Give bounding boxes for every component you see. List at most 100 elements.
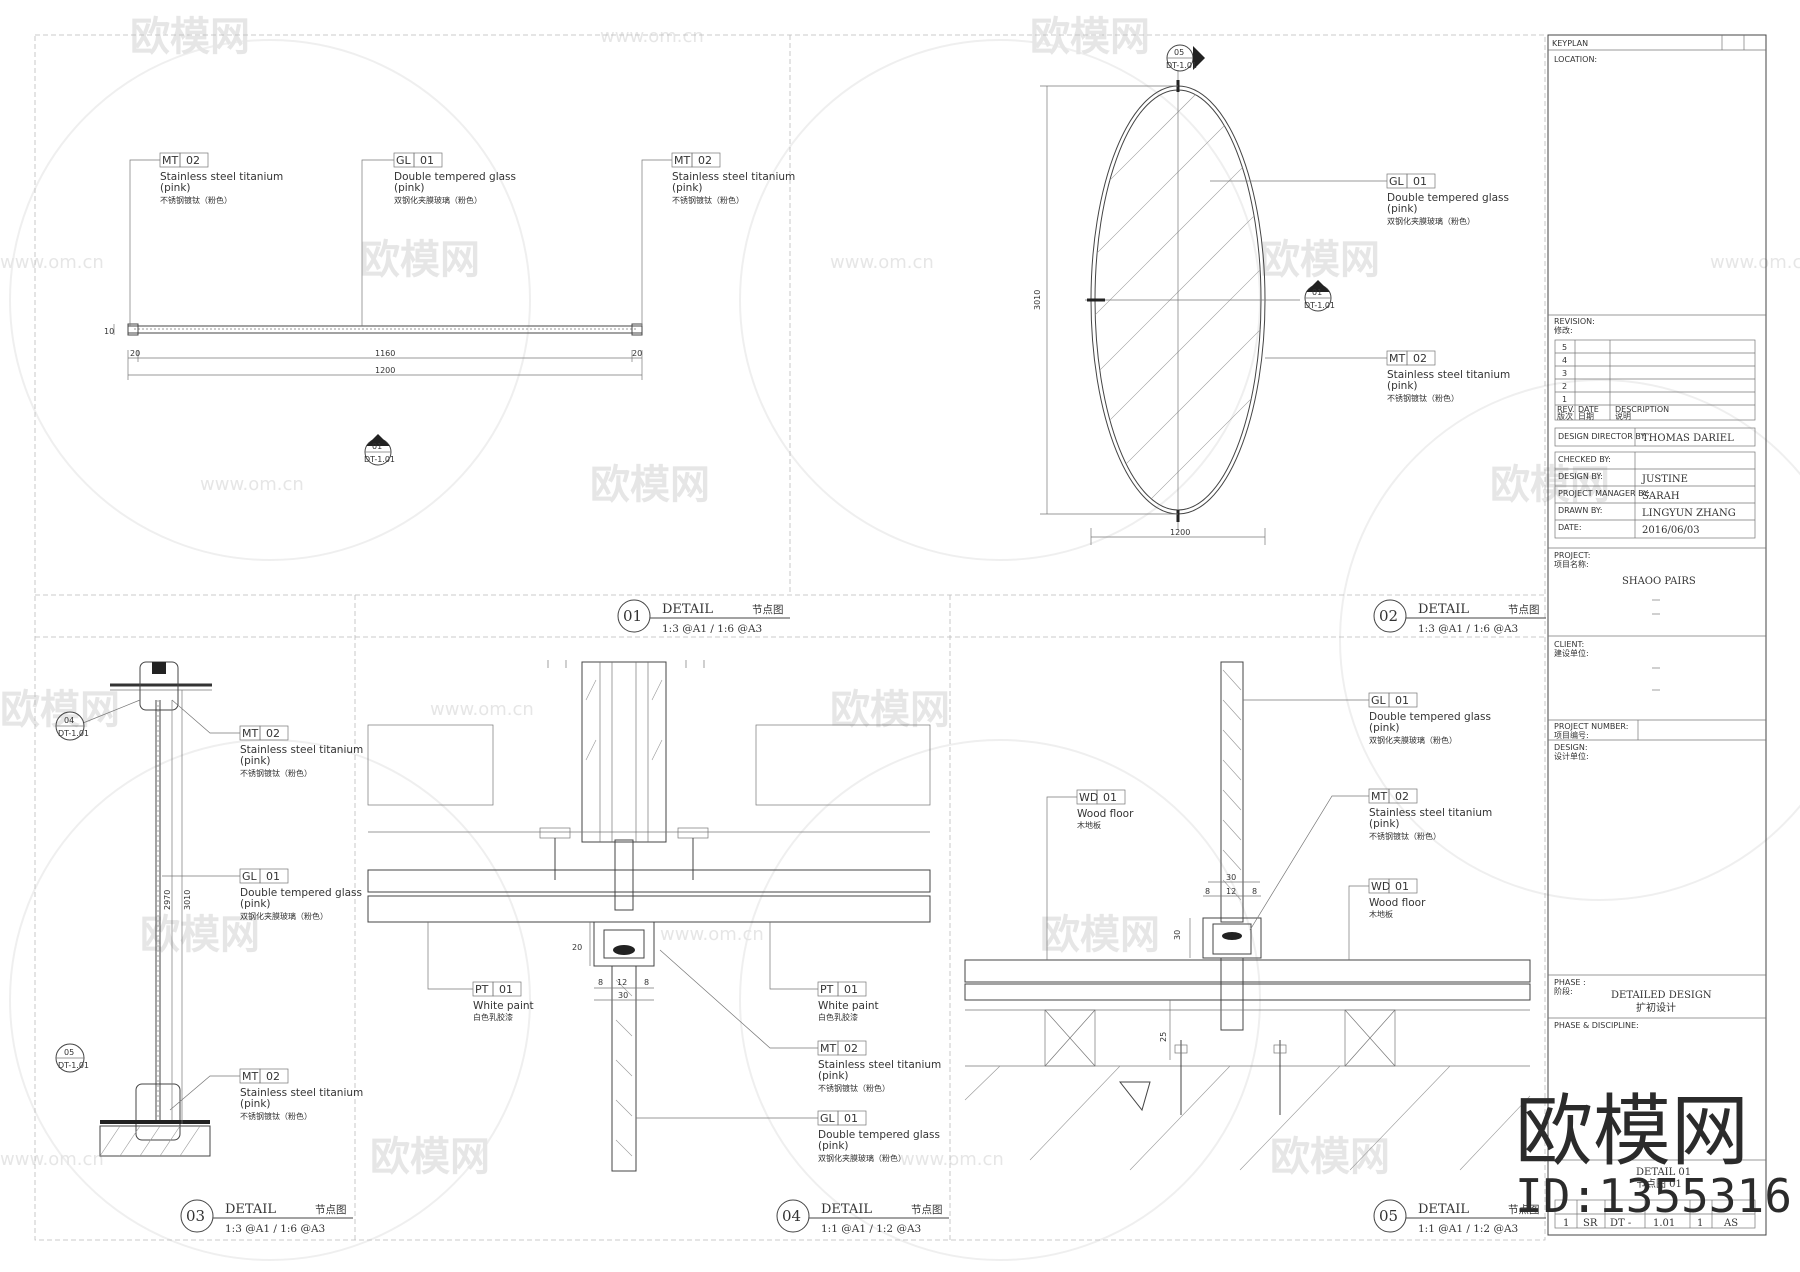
svg-text:PHASE & DISCIPLINE:: PHASE & DISCIPLINE:: [1554, 1021, 1639, 1030]
svg-text:JUSTINE: JUSTINE: [1641, 474, 1688, 485]
svg-text:MT: MT: [242, 727, 258, 740]
svg-text:节点图: 节点图: [1508, 604, 1540, 616]
drawing-title: DETAIL 01: [1636, 1167, 1691, 1178]
watermark-layer: 欧模网 欧模网 欧模网 欧模网 欧模网 欧模网 欧模网 欧模网 欧模网 欧模网 …: [0, 14, 1800, 1261]
svg-text:阶段:: 阶段:: [1554, 986, 1573, 996]
svg-text:PT: PT: [475, 983, 489, 996]
svg-text:01: 01: [420, 154, 434, 167]
detail-title-01: 01 DETAIL 节点图 1:3 @A1 / 1:6 @A3: [617, 599, 790, 635]
svg-text:01: 01: [266, 870, 280, 883]
svg-text:01: 01: [1395, 880, 1409, 893]
svg-text:03: 03: [186, 1207, 205, 1225]
svg-text:3: 3: [1562, 369, 1567, 378]
svg-text:01: 01: [623, 607, 642, 625]
detail-05-drawing: 30 8 12 8 30 25: [964, 661, 1531, 1171]
svg-text:1:1 @A1 / 1:2 @A3: 1:1 @A1 / 1:2 @A3: [1418, 1223, 1518, 1235]
dim-d2-width: 1200: [1170, 528, 1190, 537]
svg-text:(pink): (pink): [672, 182, 703, 194]
watermark-logo: 欧模网: [0, 687, 120, 733]
svg-text:02: 02: [1413, 352, 1427, 365]
svg-text:MT: MT: [162, 154, 178, 167]
svg-text:5: 5: [1562, 343, 1567, 352]
svg-text:(pink): (pink): [1369, 818, 1400, 830]
svg-text:节点图: 节点图: [315, 1204, 347, 1216]
svg-text:CLIENT:: CLIENT:: [1554, 640, 1584, 649]
svg-text:Stainless steel titanium: Stainless steel titanium: [818, 1059, 941, 1071]
svg-text:MT: MT: [1389, 352, 1405, 365]
detail-04-label-mt02: MT 02 Stainless steel titanium (pink) 不锈…: [817, 1040, 941, 1093]
svg-text:(pink): (pink): [1387, 203, 1418, 215]
detail-04-label-pt01-left: PT 01 White paint 白色乳胶漆: [472, 981, 534, 1022]
svg-text:(pink): (pink): [240, 1098, 271, 1110]
dim-d4-a: 20: [572, 943, 582, 952]
section-tag-num: 01: [372, 442, 382, 451]
detail-05-label-mt02: MT 02 Stainless steel titanium (pink) 不锈…: [1368, 788, 1492, 841]
dim-d1-left: 20: [130, 349, 140, 358]
svg-text:PT: PT: [820, 983, 834, 996]
section-tag-d1: 01 DT-1.01: [364, 434, 395, 466]
watermark-url: www.om.cn: [600, 26, 704, 47]
detail-04-label-gl01: GL 01 Double tempered glass (pink) 双钢化夹膜…: [817, 1110, 940, 1163]
dim-d1-total: 1200: [375, 366, 395, 375]
detail-05-label-wd01-right: WD 01 Wood floor 木地板: [1368, 878, 1426, 919]
svg-text:Double tempered glass: Double tempered glass: [240, 887, 362, 899]
svg-text:双钢化夹膜玻璃（粉色）: 双钢化夹膜玻璃（粉色）: [394, 195, 482, 205]
svg-text:DETAIL: DETAIL: [821, 1202, 872, 1217]
sheet-number-cells: 1 SR DT - 1.01 1 AS: [1554, 1199, 1756, 1229]
dim-d4-d: 8: [644, 978, 649, 987]
svg-text:Double tempered glass: Double tempered glass: [394, 171, 516, 183]
svg-text:日期: 日期: [1578, 412, 1594, 421]
dim-d5-e: 30: [1173, 930, 1182, 940]
svg-text:DESIGN DIRECTOR BY:: DESIGN DIRECTOR BY:: [1558, 432, 1647, 441]
svg-text:白色乳胶漆: 白色乳胶漆: [818, 1012, 858, 1022]
svg-text:1:1 @A1 / 1:2 @A3: 1:1 @A1 / 1:2 @A3: [821, 1223, 921, 1235]
svg-text:GL: GL: [396, 154, 412, 167]
svg-text:(pink): (pink): [160, 182, 191, 194]
svg-text:02: 02: [266, 1070, 280, 1083]
detail-02-drawing: 3010 1200 05 DT-1.01 01 DT-1.01: [1033, 44, 1387, 545]
svg-text:DETAIL: DETAIL: [1418, 602, 1469, 617]
dim-d4-b: 8: [598, 978, 603, 987]
svg-text:Stainless steel titanium: Stainless steel titanium: [672, 171, 795, 183]
svg-text:双钢化夹膜玻璃（粉色）: 双钢化夹膜玻璃（粉色）: [1369, 735, 1457, 745]
svg-text:Double tempered glass: Double tempered glass: [1369, 711, 1491, 723]
watermark-url: www.om.cn: [1710, 252, 1800, 273]
svg-text:GL: GL: [242, 870, 258, 883]
detail-04-label-pt01-right: PT 01 White paint 白色乳胶漆: [817, 981, 879, 1022]
svg-text:MT: MT: [674, 154, 690, 167]
title-block: KEYPLAN LOCATION: REVISION: 修改: 5 4 3 2 …: [1547, 34, 1767, 1236]
svg-text:DRAWN BY:: DRAWN BY:: [1558, 506, 1602, 515]
svg-text:DT-1.01: DT-1.01: [1166, 61, 1197, 70]
svg-text:02: 02: [844, 1042, 858, 1055]
svg-text:White paint: White paint: [473, 1000, 534, 1012]
section-tag-d2-top: 05 DT-1.01: [1166, 44, 1205, 72]
dim-d5-a: 30: [1226, 873, 1236, 882]
svg-text:(pink): (pink): [394, 182, 425, 194]
watermark-url: www.om.cn: [660, 924, 764, 945]
svg-text:不锈钢镀钛（粉色）: 不锈钢镀钛（粉色）: [240, 768, 312, 778]
detail-title-02: 02 DETAIL 节点图 1:3 @A1 / 1:6 @A3: [1373, 599, 1546, 635]
svg-text:Wood floor: Wood floor: [1077, 808, 1134, 820]
svg-text:PROJECT NUMBER:: PROJECT NUMBER:: [1554, 722, 1628, 731]
svg-text:01: 01: [499, 983, 513, 996]
detail-title-05: 05 DETAIL 节点图 1:1 @A1 / 1:2 @A3: [1373, 1199, 1546, 1235]
svg-text:双钢化夹膜玻璃（粉色）: 双钢化夹膜玻璃（粉色）: [240, 911, 328, 921]
watermark-logo: 欧模网: [1040, 912, 1160, 958]
svg-text:版次: 版次: [1557, 411, 1573, 421]
svg-text:Stainless steel titanium: Stainless steel titanium: [240, 744, 363, 756]
svg-text:SR: SR: [1583, 1218, 1598, 1229]
svg-text:DATE:: DATE:: [1558, 523, 1582, 532]
svg-text:木地板: 木地板: [1369, 909, 1393, 919]
detail-03-label-mt02-top: MT 02 Stainless steel titanium (pink) 不锈…: [239, 725, 363, 778]
svg-text:修改:: 修改:: [1554, 325, 1573, 335]
section-tag-d3-b: 05 DT-1.01: [55, 1043, 89, 1073]
svg-text:LOCATION:: LOCATION:: [1554, 55, 1597, 64]
svg-text:MT: MT: [1371, 790, 1387, 803]
svg-text:DT-1.01: DT-1.01: [58, 729, 89, 738]
svg-text:建设单位:: 建设单位:: [1554, 648, 1589, 658]
dim-d5-b: 8: [1205, 887, 1210, 896]
dim-d5-c: 12: [1226, 887, 1236, 896]
svg-text:WD: WD: [1079, 791, 1098, 804]
svg-text:不锈钢镀钛（粉色）: 不锈钢镀钛（粉色）: [1387, 393, 1459, 403]
svg-text:双钢化夹膜玻璃（粉色）: 双钢化夹膜玻璃（粉色）: [1387, 216, 1475, 226]
